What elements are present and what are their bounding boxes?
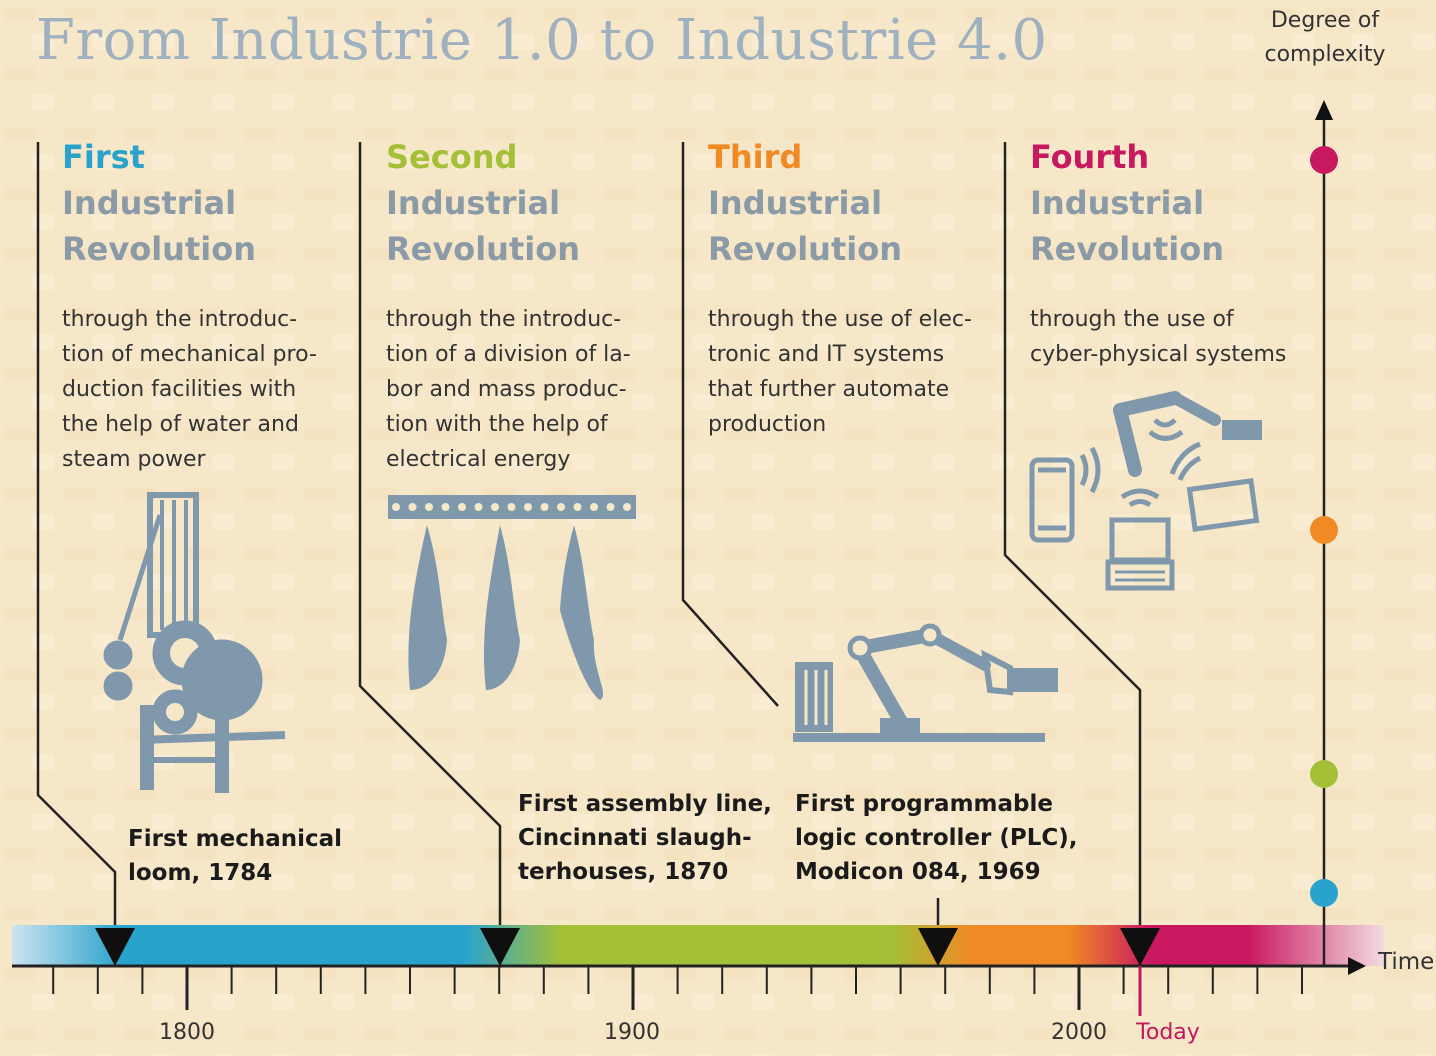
complexity-axis-label: Degree of complexity [1255, 4, 1395, 72]
rail-dot [507, 503, 516, 511]
complexity-dot-fourth [1310, 146, 1338, 174]
complexity-label-line2: complexity [1264, 42, 1386, 67]
rail-dot [474, 503, 483, 511]
revolution-4-ordinal: Fourth [1030, 138, 1150, 176]
rail-dot [573, 503, 582, 511]
revolution-2-ordinal: Second [386, 138, 518, 176]
year-label-2000: 2000 [1051, 1020, 1107, 1045]
connector-line-4 [1003, 142, 1142, 935]
rail-dot [524, 503, 532, 511]
revolution-2-line2: Industrial [386, 184, 561, 222]
rail-dot [590, 503, 598, 511]
complexity-label-line1: Degree of [1270, 8, 1380, 33]
revolution-2-heading: Second Industrial Revolution [386, 134, 580, 272]
rail-dot [491, 503, 499, 511]
milestone-1-marker-icon [95, 928, 135, 966]
milestone-3: First programmable logic controller (PLC… [795, 791, 1078, 885]
revolution-2-line3: Revolution [386, 230, 580, 268]
revolution-3-description: through the use of elec- tronic and IT s… [708, 307, 972, 437]
milestone-markers [95, 928, 1160, 966]
rail-dot [606, 503, 615, 511]
revolution-4-description: through the use of cyber-physical system… [1030, 307, 1287, 367]
revolution-3-line2: Industrial [708, 184, 883, 222]
milestone-2: First assembly line, Cincinnati slaugh- … [518, 791, 772, 885]
year-label-1900: 1900 [604, 1020, 660, 1045]
rail-dot [540, 503, 549, 511]
rail-dot [408, 503, 417, 511]
revolution-4-line3: Revolution [1030, 230, 1224, 268]
milestone-4-marker-icon [1120, 928, 1160, 966]
page-title: From Industrie 1.0 to Industrie 4.0 [36, 8, 1048, 73]
complexity-dot-third [1310, 516, 1338, 544]
assembly-line-icon [388, 495, 636, 700]
time-arrow-icon [1348, 957, 1366, 975]
revolution-1-line2: Industrial [62, 184, 237, 222]
connector-line-2 [358, 142, 502, 935]
revolution-1-description: through the introduc- tion of mechanical… [62, 307, 317, 472]
rail-dot [623, 503, 631, 511]
rail-dot [425, 503, 433, 511]
rail-dot [557, 503, 565, 511]
connector-line-3 [681, 142, 779, 707]
revolution-3-line3: Revolution [708, 230, 902, 268]
year-label-1800: 1800 [159, 1020, 215, 1045]
revolution-1-heading: First Industrial Revolution [62, 134, 256, 272]
milestone-3-marker-icon [918, 928, 958, 966]
revolution-1-ordinal: First [62, 138, 145, 176]
connector-line-1 [36, 142, 117, 935]
rail-dot [441, 503, 450, 511]
rail-dot [458, 503, 466, 511]
mechanical-loom-icon [103, 492, 286, 793]
timeline-ticks [52, 966, 1303, 1010]
revolution-2-description: through the introduc- tion of a division… [386, 307, 631, 472]
revolution-1-line3: Revolution [62, 230, 256, 268]
timeline-bar [12, 925, 1384, 966]
today-label: Today [1136, 1020, 1200, 1045]
revolution-4-line2: Industrial [1030, 184, 1205, 222]
time-axis-label: Time [1378, 949, 1435, 975]
complexity-dot-second [1310, 760, 1338, 788]
revolution-3-heading: Third Industrial Revolution [708, 134, 902, 272]
revolution-4-heading: Fourth Industrial Revolution [1030, 134, 1224, 272]
rail-dot [392, 503, 400, 511]
revolution-3-ordinal: Third [708, 138, 803, 176]
robot-arm-plc-icon [793, 623, 1058, 742]
milestone-1: First mechanical loom, 1784 [128, 826, 343, 886]
connector-lines [36, 142, 1142, 935]
complexity-dot-first [1310, 879, 1338, 907]
milestone-2-marker-icon [480, 928, 520, 966]
complexity-arrow-icon [1315, 100, 1333, 120]
cyber-physical-systems-icon [1029, 391, 1262, 591]
